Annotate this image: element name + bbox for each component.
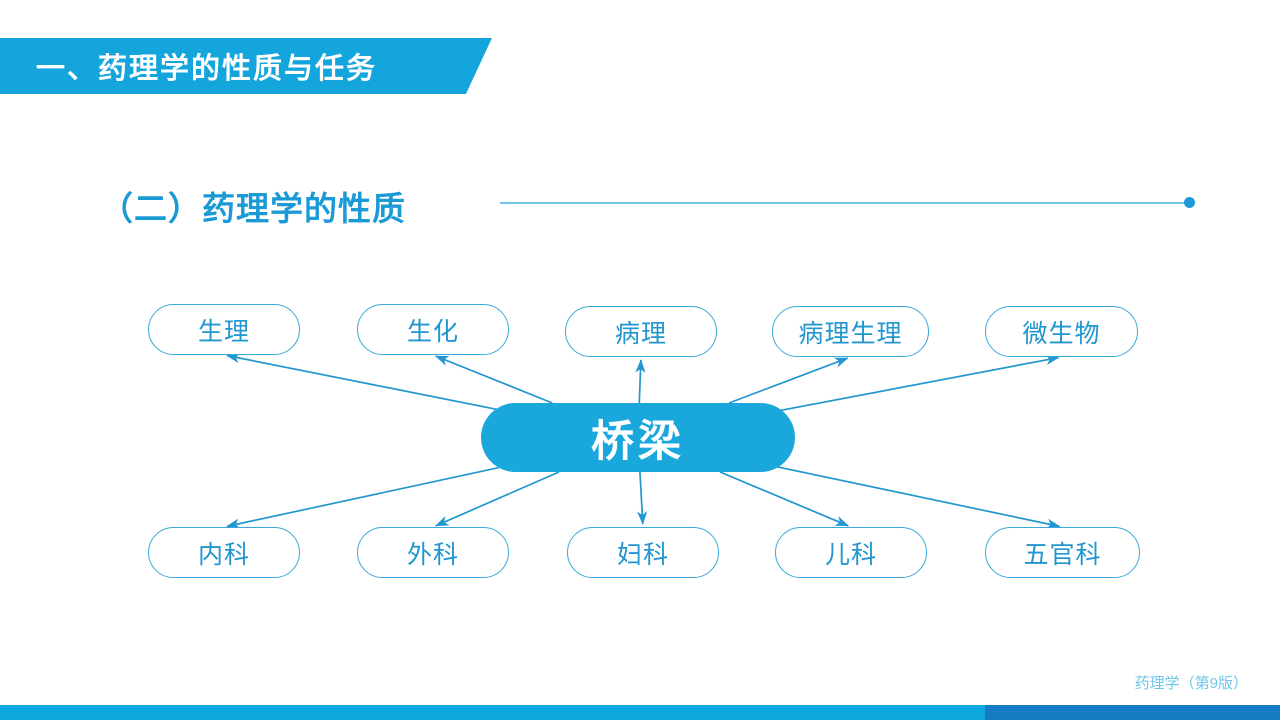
bottom-node-2: 外科 xyxy=(357,527,509,578)
bottom-node-5-label: 五官科 xyxy=(1023,540,1102,569)
header-banner: 一、药理学的性质与任务 xyxy=(0,38,492,94)
bottom-node-2-label: 外科 xyxy=(406,540,459,569)
connector-arrow xyxy=(776,465,1061,529)
bottom-node-4: 儿科 xyxy=(775,527,927,578)
top-node-5: 微生物 xyxy=(985,306,1138,357)
bottom-bar-left-segment xyxy=(0,705,985,720)
top-node-3: 病理 xyxy=(565,306,717,357)
top-node-1-label: 生理 xyxy=(197,317,250,346)
top-node-2-label: 生化 xyxy=(406,317,459,346)
bottom-node-4-label: 儿科 xyxy=(824,540,877,569)
subtitle-divider-line xyxy=(500,202,1190,204)
connector-arrow xyxy=(226,466,500,529)
connector-arrow xyxy=(776,354,1060,412)
bottom-node-1-label: 内科 xyxy=(197,540,250,569)
bottom-bar-right-segment xyxy=(985,705,1280,720)
center-node-bridge-label: 桥梁 xyxy=(591,417,685,466)
connector-arrow xyxy=(434,471,560,527)
bottom-node-3-label: 妇科 xyxy=(616,540,669,569)
bottom-node-3: 妇科 xyxy=(567,527,719,578)
connector-arrow xyxy=(719,471,850,527)
bottom-bar xyxy=(0,705,1280,720)
top-node-4: 病理生理 xyxy=(772,306,929,357)
top-node-5-label: 微生物 xyxy=(1022,319,1101,348)
center-node-bridge: 桥梁 xyxy=(481,403,795,472)
top-node-4-label: 病理生理 xyxy=(798,319,903,348)
top-node-3-label: 病理 xyxy=(614,319,667,348)
connector-arrow xyxy=(635,359,646,404)
bottom-node-1: 内科 xyxy=(148,527,300,578)
section-subtitle: （二）药理学的性质 xyxy=(100,190,406,227)
connector-arrow xyxy=(226,353,500,411)
connector-arrow xyxy=(637,471,648,525)
footer-source-note: 药理学（第9版） xyxy=(1134,675,1248,692)
top-node-1: 生理 xyxy=(148,304,300,355)
connector-arrow xyxy=(728,357,849,404)
connector-arrow xyxy=(434,355,553,404)
bottom-node-5: 五官科 xyxy=(985,527,1140,578)
subtitle-divider-dot-icon xyxy=(1184,197,1195,208)
page-title: 一、药理学的性质与任务 xyxy=(36,53,378,85)
top-node-2: 生化 xyxy=(357,304,509,355)
